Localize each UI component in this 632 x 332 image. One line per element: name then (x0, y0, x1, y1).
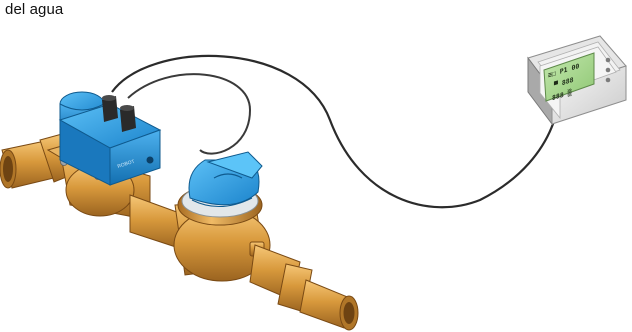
signal-cable (112, 56, 555, 207)
wall-controller: ≡□ P1 00 ▀ 888 888 ▒ (528, 36, 626, 124)
water-meter (189, 152, 262, 207)
controller-button-3[interactable] (606, 78, 611, 83)
controller-button-1[interactable] (606, 58, 611, 63)
controller-button-2[interactable] (606, 68, 611, 73)
brass-water-pipe (0, 134, 358, 330)
